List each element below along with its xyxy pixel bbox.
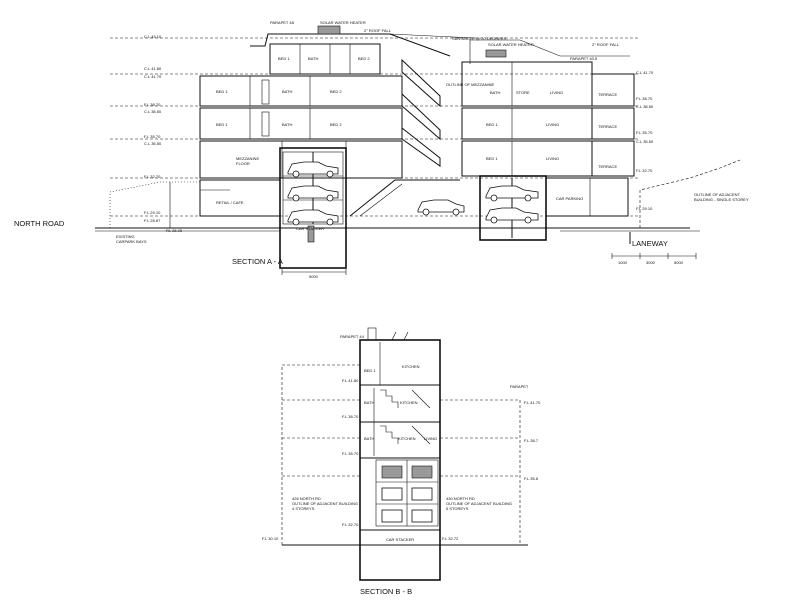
room-label: LIVING bbox=[546, 156, 559, 161]
solar-heater-label: SOLAR WATER HEATER bbox=[320, 20, 366, 25]
parapet-right-label: PARAPET bbox=[510, 384, 529, 389]
room-label: BATH bbox=[282, 122, 292, 127]
room-label: LIVING bbox=[424, 436, 437, 441]
room-label: CAR PARKING bbox=[556, 196, 583, 201]
level-label: F.L 32.70 bbox=[144, 174, 161, 179]
rear-building bbox=[461, 39, 635, 241]
room-label: BED 1 bbox=[216, 89, 228, 94]
room-label: BED 1 bbox=[486, 122, 498, 127]
level-label: C.L 43.10 bbox=[144, 34, 162, 39]
parapet-label: PARAPET 48 bbox=[270, 20, 295, 25]
room-label: BED 1 bbox=[216, 122, 228, 127]
rear-level-label: F.L 38.70 bbox=[636, 96, 653, 101]
room-label: TERRACE bbox=[598, 124, 617, 129]
front-building bbox=[199, 25, 476, 217]
level-label: C.L 41.70 bbox=[144, 74, 162, 79]
section-b-title: SECTION B - B bbox=[360, 587, 412, 596]
room-label: BED 2 bbox=[330, 89, 342, 94]
section-a: 5000 1000 3000 5000 NORTH ROAD LANEWAY S… bbox=[14, 20, 749, 279]
existing-carpark-outline bbox=[109, 181, 200, 228]
level-label: F.L 38.70 bbox=[342, 414, 359, 419]
roof-fall-label: 2° ROOF FALL bbox=[364, 28, 392, 33]
solar-heater-unit bbox=[317, 25, 341, 35]
room-label: CAR STACKER bbox=[386, 537, 414, 542]
level-label: F.L 29.10 bbox=[144, 210, 161, 215]
room-label: LIVING bbox=[550, 90, 563, 95]
rear-level-label: F.L 32.70 bbox=[636, 168, 653, 173]
level-label: F.L 38.7 bbox=[524, 438, 539, 443]
level-label: C.L 38.50 bbox=[144, 109, 162, 114]
level-label: F.L 41.70 bbox=[524, 400, 541, 405]
outline-mezzanine-label: OUTLINE OF MEZZANINE bbox=[446, 82, 495, 87]
room-label: BED 1 bbox=[364, 368, 376, 373]
room-label: BATH bbox=[308, 56, 318, 61]
solar-heater-rear-label: SOLAR WATER HEATER bbox=[488, 42, 534, 47]
rl-label: RL 28.25 bbox=[166, 228, 183, 233]
car-icon bbox=[381, 465, 433, 523]
room-label: BATH bbox=[364, 400, 374, 405]
scale-mark-1: 1000 bbox=[618, 260, 628, 265]
level-label: C.L 41.80 bbox=[144, 66, 162, 71]
solar-heater-rear bbox=[485, 49, 507, 58]
room-label: STORE bbox=[516, 90, 530, 95]
room-label: BED 1 bbox=[278, 56, 290, 61]
level-label: F.L 32.72 bbox=[442, 536, 459, 541]
room-label: KITCHEN bbox=[398, 436, 416, 441]
rear-level-label: C.L 35.50 bbox=[636, 139, 654, 144]
level-label: F.L 41.80 bbox=[342, 378, 359, 383]
level-label: F.L 32.70 bbox=[342, 522, 359, 527]
room-label: BED 2 bbox=[358, 56, 370, 61]
stair-ramps bbox=[349, 58, 460, 217]
room-label: RETAIL / CAFE bbox=[216, 200, 244, 205]
rear-level-label: F.L 29.10 bbox=[636, 206, 653, 211]
level-lines bbox=[110, 37, 640, 217]
rear-level-label: C.L 41.70 bbox=[636, 70, 654, 75]
parapet-label: PARAPET 44 bbox=[340, 334, 365, 339]
level-label: F.L 35.70 bbox=[342, 451, 359, 456]
level-label: F.L 30.10 bbox=[262, 536, 279, 541]
scale-mark-2: 3000 bbox=[646, 260, 656, 265]
dimension-label: 5000 bbox=[309, 274, 319, 279]
level-label: F.L 35.6 bbox=[524, 476, 539, 481]
room-label: KITCHEN bbox=[402, 364, 420, 369]
room-label: BATH bbox=[364, 436, 374, 441]
room-label: KITCHEN bbox=[400, 400, 418, 405]
car-icon bbox=[417, 199, 465, 216]
room-label: BATH bbox=[282, 89, 292, 94]
rear-level-label: F.L 35.70 bbox=[636, 130, 653, 135]
level-label: F.L 28.87 bbox=[144, 218, 161, 223]
level-label: F.L 38.70 bbox=[144, 102, 161, 107]
rear-level-label: C.L 38.50 bbox=[636, 104, 654, 109]
roof-fall-rear-label: 2° ROOF FALL bbox=[592, 42, 620, 47]
room-label: CAR STACKER bbox=[296, 226, 324, 231]
laneway-label: LANEWAY bbox=[632, 239, 668, 248]
level-label: F.L 35.70 bbox=[144, 134, 161, 139]
room-label: TERRACE bbox=[598, 164, 617, 169]
adjacent-outline bbox=[639, 159, 741, 228]
room-label: BED 1 bbox=[486, 156, 498, 161]
north-road-label: NORTH ROAD bbox=[14, 219, 65, 228]
scale-mark-3: 5000 bbox=[674, 260, 684, 265]
adjacent-right-outline bbox=[440, 399, 521, 545]
adjacent-left-outline bbox=[281, 364, 360, 545]
room-label: TERRACE bbox=[598, 92, 617, 97]
room-label: BATH bbox=[490, 90, 500, 95]
section-a-title: SECTION A - A bbox=[232, 257, 283, 266]
level-label: C.L 35.50 bbox=[144, 141, 162, 146]
room-label: BED 2 bbox=[330, 122, 342, 127]
room-label: LIVING bbox=[546, 122, 559, 127]
section-b: PARAPET 44 PARAPET BED 1 KITCHEN BATH KI… bbox=[262, 327, 541, 596]
sun-angle-label: SUN ANGLE @ 20 DEGREES bbox=[452, 36, 507, 41]
car-stacker-front bbox=[279, 147, 347, 269]
parapet-rear-label: PARAPET 40.5 bbox=[570, 56, 598, 61]
